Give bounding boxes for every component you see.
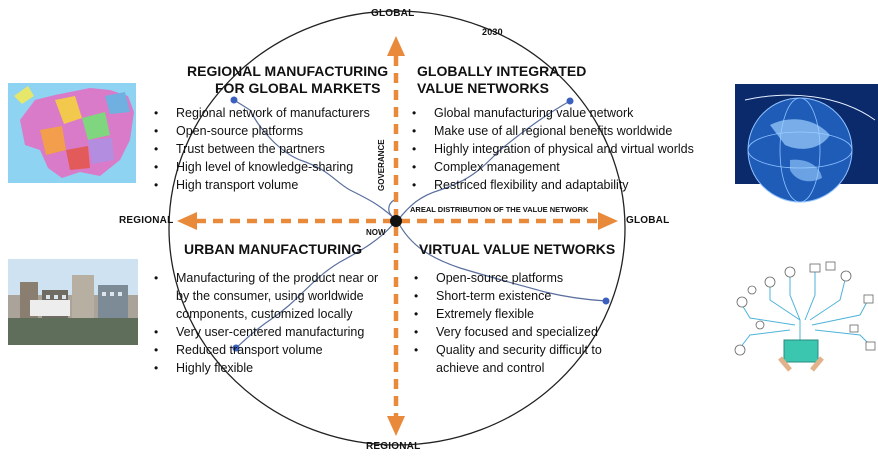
globe-network-icon <box>735 84 878 203</box>
list-item: Open-source platforms <box>412 269 636 287</box>
list-item: Regional network of manufacturers <box>152 104 370 122</box>
quadrant-top-right-title: GLOBALLY INTEGRATED VALUE NETWORKS <box>417 63 586 97</box>
now-label: NOW <box>366 228 386 237</box>
quadrant-top-right-list: Global manufacturing value network Make … <box>410 104 694 194</box>
list-item: High transport volume <box>152 176 370 194</box>
center-dot <box>390 215 402 227</box>
year-label: 2030 <box>482 27 503 37</box>
list-item: Make use of all regional benefits worldw… <box>410 122 694 140</box>
arrowhead-left <box>177 212 197 230</box>
quadrant-bottom-right-title: VIRTUAL VALUE NETWORKS <box>419 241 616 257</box>
title-line-2: FOR GLOBAL MARKETS <box>215 80 381 96</box>
title-line-1: REGIONAL MANUFACTURING <box>187 63 389 79</box>
quadrant-bottom-left-title: URBAN MANUFACTURING <box>184 241 363 257</box>
city-buildings-icon <box>8 259 138 345</box>
list-item: Complex management <box>410 158 694 176</box>
list-item: Reduced transport volume <box>152 341 392 359</box>
title-line-1: GLOBALLY INTEGRATED <box>417 63 587 79</box>
quadrant-top-left-title: REGIONAL MANUFACTURING FOR GLOBAL MARKET… <box>187 63 388 97</box>
list-item: Trust between the partners <box>152 140 370 158</box>
list-item: Very user-centered manufacturing <box>152 323 392 341</box>
arrowhead-up <box>387 36 405 56</box>
connector-center-loop <box>388 199 395 219</box>
axis-lines <box>196 56 600 418</box>
list-item: Short-term existence <box>412 287 636 305</box>
title-line-2: VALUE NETWORKS <box>417 80 549 96</box>
digital-network-icon <box>734 261 876 372</box>
list-item: Global manufacturing value network <box>410 104 694 122</box>
axis-right-label: GLOBAL <box>626 215 670 226</box>
list-item: Very focused and specialized <box>412 323 636 341</box>
list-item: Highly integration of physical and virtu… <box>410 140 694 158</box>
axis-bottom-label: REGIONAL <box>366 441 421 452</box>
quadrant-bottom-left-list: Manufacturing of the product near or by … <box>152 269 392 377</box>
quadrant-bottom-right-list: Open-source platforms Short-term existen… <box>412 269 636 377</box>
axis-top-label: GLOBAL <box>371 8 415 19</box>
arrowhead-down <box>387 416 405 436</box>
list-item: Highly flexible <box>152 359 392 377</box>
horizontal-axis-title: AREAL DISTRIBUTION OF THE VALUE NETWORK <box>410 205 589 214</box>
scenario-circle <box>168 10 626 446</box>
axis-left-label: REGIONAL <box>119 215 174 226</box>
list-item: Restriced flexibility and adaptability <box>410 176 694 194</box>
list-item: Open-source platforms <box>152 122 370 140</box>
list-item: Manufacturing of the product near or by … <box>152 269 386 323</box>
arrowhead-right <box>598 212 618 230</box>
vertical-axis-title: GOVERANCE <box>377 139 386 191</box>
europe-map-icon <box>8 83 136 183</box>
list-item: Quality and security difficult to achiev… <box>412 341 636 377</box>
list-item: Extremely flexible <box>412 305 636 323</box>
node-top-right <box>566 97 574 105</box>
quadrant-top-left-list: Regional network of manufacturers Open-s… <box>152 104 370 194</box>
node-top-left <box>230 96 238 104</box>
list-item: High level of knowledge-sharing <box>152 158 370 176</box>
